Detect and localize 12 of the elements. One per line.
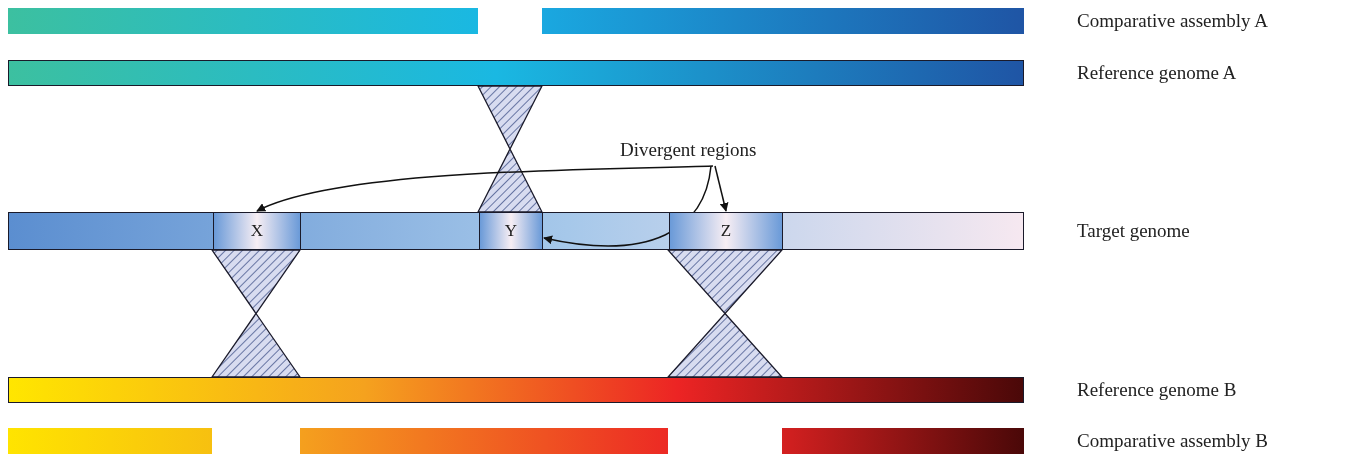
region-box: Z [669,212,783,250]
track-label: Target genome [1077,220,1190,242]
track-label: Reference genome A [1077,62,1237,84]
callout-text: Divergent regions [620,139,757,161]
region-box: Y [479,212,543,250]
leader-arrow [256,165,714,213]
track-label: Comparative assembly B [1077,430,1269,452]
leader-arrow [543,165,712,247]
track-label: Comparative assembly A [1077,10,1269,32]
leader-arrow [714,165,729,212]
track-label: Reference genome B [1077,379,1237,401]
region-box: X [213,212,301,250]
